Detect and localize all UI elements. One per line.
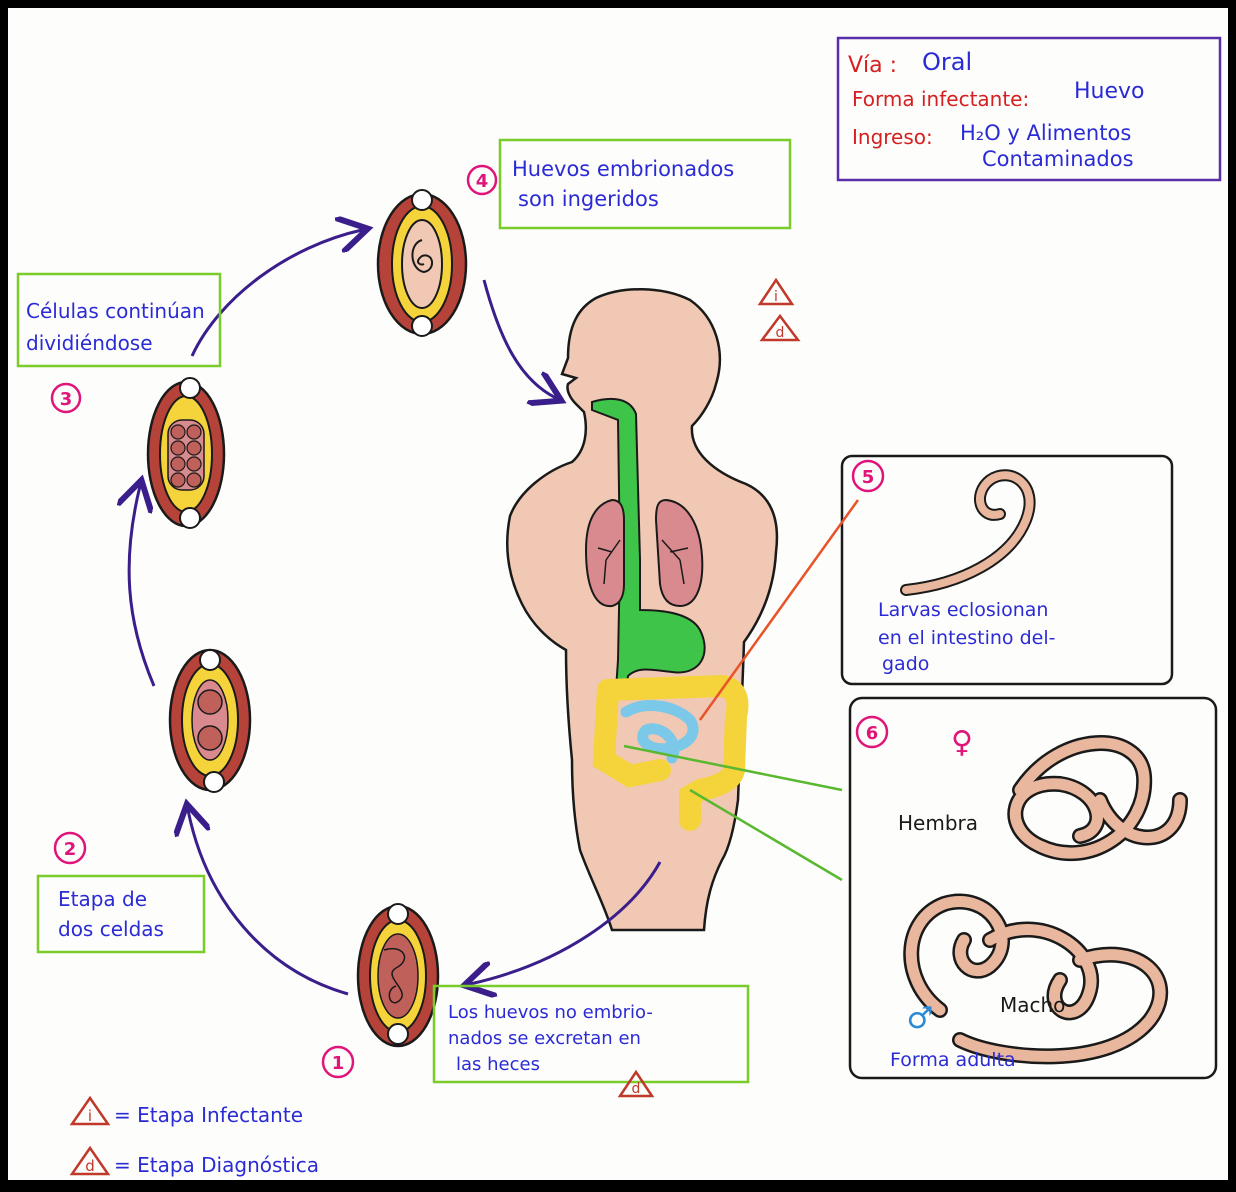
svg-text:5: 5 [862, 467, 875, 488]
svg-text:i: i [774, 289, 778, 305]
female-symbol: ♀ [951, 725, 973, 760]
svg-text:6: 6 [866, 723, 879, 744]
svg-text:en el intestino del-: en el intestino del- [878, 627, 1055, 649]
svg-text:dividiéndose: dividiéndose [26, 331, 153, 355]
legend-diagnostic-text: = Etapa Diagnóstica [114, 1153, 319, 1177]
egg-two-cell [170, 650, 250, 792]
via-value: Oral [922, 48, 972, 76]
svg-text:son ingeridos: son ingeridos [518, 187, 659, 211]
forma-value: Huevo [1074, 79, 1145, 104]
svg-text:Los huevos no embrio-: Los huevos no embrio- [448, 1002, 653, 1023]
svg-text:Etapa de: Etapa de [58, 887, 147, 911]
forma-label: Forma infectante: [852, 87, 1029, 111]
left-lung [586, 500, 624, 606]
svg-text:Larvas eclosionan: Larvas eclosionan [878, 599, 1048, 621]
svg-text:d: d [632, 1081, 641, 1097]
legend-infective-letter: i [88, 1107, 92, 1125]
svg-text:Huevos embrionados: Huevos embrionados [512, 157, 734, 181]
svg-text:las heces: las heces [456, 1054, 540, 1075]
female-label: Hembra [898, 811, 978, 835]
adult-caption: Forma adulta [890, 1049, 1016, 1071]
svg-text:dos celdas: dos celdas [58, 917, 164, 941]
legend-diagnostic-letter: d [85, 1157, 95, 1175]
svg-text:2: 2 [64, 839, 77, 860]
svg-text:4: 4 [476, 171, 489, 192]
male-label: Macho [1000, 993, 1065, 1017]
svg-text:3: 3 [60, 389, 73, 410]
egg-unembryonated [358, 904, 438, 1046]
ingreso-value-1: H₂O y Alimentos [960, 121, 1131, 145]
legend-infective-text: = Etapa Infectante [114, 1103, 303, 1127]
ingreso-label: Ingreso: [852, 125, 933, 149]
svg-text:d: d [776, 325, 785, 341]
svg-text:nados se excretan en: nados se excretan en [448, 1028, 641, 1049]
egg-embryonated [378, 190, 466, 336]
svg-text:Células continúan: Células continúan [26, 299, 205, 323]
ingreso-value-2: Contaminados [982, 147, 1134, 171]
via-label: Vía : [848, 53, 897, 78]
svg-text:gado: gado [882, 653, 929, 675]
egg-multicell [148, 378, 224, 528]
svg-text:1: 1 [332, 1053, 345, 1074]
male-symbol: ♂ [907, 1001, 934, 1036]
